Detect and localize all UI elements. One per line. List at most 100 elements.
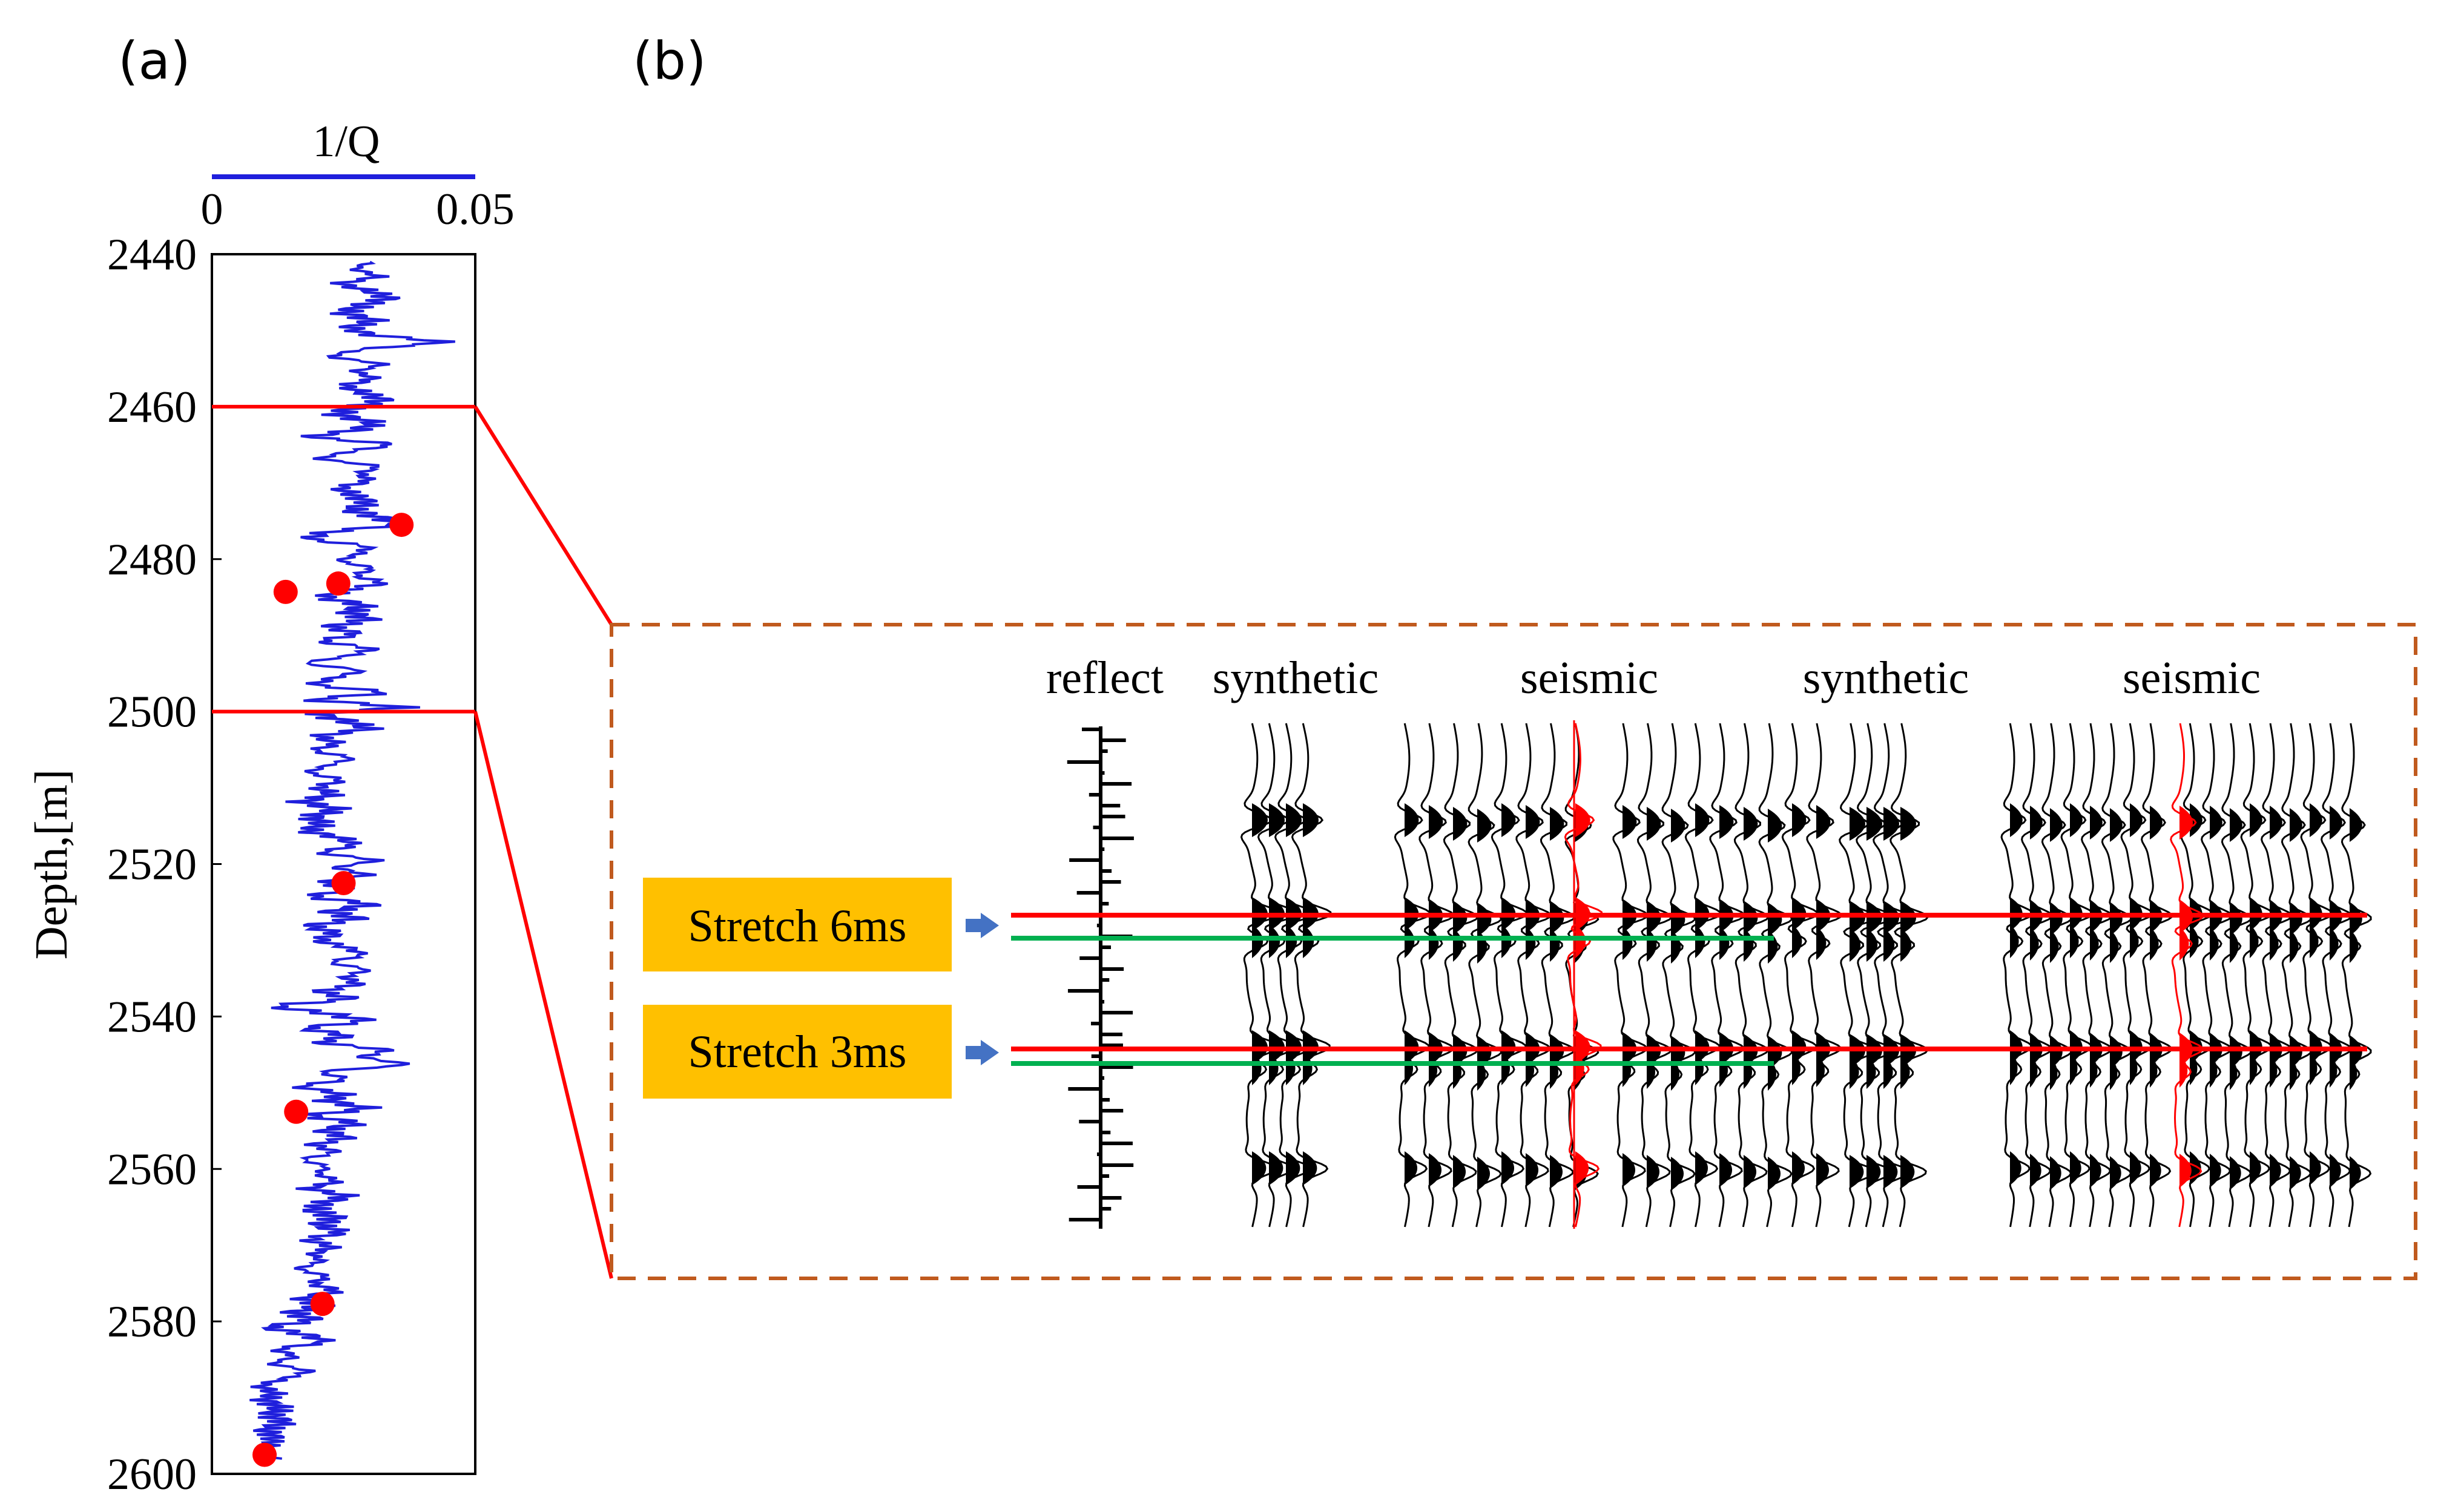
seismic-trace-peak (2130, 803, 2143, 837)
seismic-trace-peak (2090, 806, 2103, 840)
synthetic-trace-peak (1850, 1055, 1859, 1089)
seismic-trace (1443, 723, 1479, 1228)
seismic-trace-peak (2050, 902, 2063, 936)
seismic-trace-peak (1405, 1051, 1414, 1085)
seismic-trace (2180, 723, 2213, 1228)
q-series-line (249, 260, 455, 1460)
zoom-connector-top (473, 406, 613, 626)
y-tick-label: 2480 (107, 535, 197, 585)
q-log-panel: 1/Q 0 0.05 24402460248025002520254025602… (26, 117, 515, 1499)
seismic-trace-peak (2130, 1151, 2141, 1185)
seismic-trace (2300, 723, 2333, 1228)
seismic-trace-peak (2050, 1156, 2061, 1190)
seismic-trace-peak (2210, 927, 2219, 961)
synthetic-trace-peak (1303, 1051, 1313, 1085)
highlighted-traces (1564, 720, 2204, 1229)
y-tick-label: 2580 (107, 1297, 197, 1347)
synthetic-trace-peak (1269, 924, 1280, 958)
seismic-trace-peak (2130, 1051, 2138, 1085)
seismic-trace (2201, 723, 2233, 1228)
seismic-trace-peak (2070, 803, 2083, 837)
seismic-trace-peak (1671, 930, 1681, 964)
seismic-trace-peak (1429, 1153, 1442, 1187)
arrow-6ms (966, 913, 999, 938)
seismic-trace-peak (1477, 809, 1492, 843)
synthetic-trace-peak (1883, 928, 1895, 962)
reflectivity-column (1067, 726, 1134, 1229)
seismic-trace (1661, 723, 1696, 1228)
seismic-trace-peak (2110, 808, 2123, 842)
seismic-trace-peak (2030, 1154, 2041, 1188)
seismic-trace-peak (2010, 803, 2023, 837)
seismic-trace-peak (1816, 1053, 1825, 1087)
seismic-trace-peak (1623, 805, 1637, 839)
seismic-trace (1394, 723, 1431, 1228)
seismic-trace-peak (1526, 1153, 1539, 1187)
seismic-trace-peak (1623, 926, 1633, 960)
seismic-trace-peak (2050, 929, 2059, 963)
seismic-trace-peak (1719, 1153, 1733, 1187)
seismic-trace-peak (2350, 1156, 2361, 1190)
seismic-trace-peak (1501, 924, 1512, 958)
y-tick-label: 2460 (107, 383, 197, 432)
seismic-trace-peak (1405, 924, 1415, 958)
seismic-trace-peak (2010, 1051, 2018, 1085)
sample-point (389, 513, 414, 537)
zoom-connector-bottom (473, 711, 613, 1279)
seismic-trace-peak (2150, 927, 2159, 961)
x-tick-1: 0.05 (436, 185, 515, 234)
synthetic-trace-peak (1286, 924, 1297, 958)
seismic-trace-peak (1768, 930, 1778, 964)
x-axis-label: 1/Q (313, 117, 380, 166)
synthetic-traces-2 (1839, 723, 1929, 1228)
seismic-trace (1418, 723, 1455, 1228)
seismic-trace-peak (1550, 1155, 1563, 1189)
synthetic-traces-1 (1240, 723, 1332, 1228)
synthetic-trace-peak (1252, 924, 1263, 958)
seismic-trace-peak (1744, 807, 1758, 841)
seismic-trace (1733, 723, 1770, 1228)
seismic-trace (1758, 723, 1793, 1228)
seismic-trace-peak (2150, 1054, 2158, 1088)
synthetic-trace-peak (1252, 803, 1268, 837)
seismic-trace (1709, 723, 1746, 1228)
seismic-trace-peak (2230, 1056, 2238, 1090)
col-head-synthetic-1: synthetic (1213, 652, 1379, 703)
seismic-trace-peak (2310, 1151, 2321, 1185)
red-seismic-trace-peak (2179, 927, 2189, 961)
synthetic-trace-peak (1850, 1155, 1864, 1189)
callout-label-3ms: Stretch 3ms (688, 1027, 907, 1077)
synthetic-trace-peak (1900, 1155, 1915, 1189)
synthetic-trace (1240, 723, 1281, 1228)
seismic-trace-peak (2070, 1151, 2081, 1185)
seismic-trace-peak (1477, 1157, 1491, 1191)
seismic-trace-peak (1744, 1155, 1757, 1189)
seismic-trace-peak (1671, 902, 1685, 936)
seismic-trace-peak (1768, 1157, 1781, 1191)
seismic-trace-peak (2230, 1156, 2241, 1190)
synthetic-trace-peak (1286, 1051, 1296, 1085)
seismic-trace-peak (1477, 930, 1488, 964)
seismic-trace-peak (1453, 928, 1463, 962)
seismic-trace-peak (1768, 809, 1782, 843)
synthetic-trace (1291, 723, 1332, 1228)
callout-box-3ms (643, 1005, 952, 1099)
seismic-trace-peak (1647, 928, 1657, 962)
seismic-trace-peak (1526, 805, 1540, 839)
seismic-trace (2041, 723, 2072, 1228)
seismic-trace-peak (2290, 929, 2299, 963)
zoom-lines (212, 404, 613, 1279)
synthetic-trace-peak (1269, 1051, 1279, 1085)
seismic-trace (2000, 723, 2034, 1228)
seismic-trace-peak (2350, 808, 2362, 842)
seismic-trace-peak (2010, 924, 2019, 958)
seismic-trace-peak (1405, 1151, 1418, 1185)
seismic-trace (1515, 723, 1552, 1228)
seismic-trace (1540, 723, 1576, 1228)
synthetic-trace-peak (1286, 803, 1302, 837)
seismic-trace-peak (1695, 924, 1705, 958)
col-head-seismic-2: seismic (2123, 652, 2261, 703)
seismic-trace-peak (2350, 902, 2362, 936)
seismic-trace (1468, 723, 1503, 1228)
